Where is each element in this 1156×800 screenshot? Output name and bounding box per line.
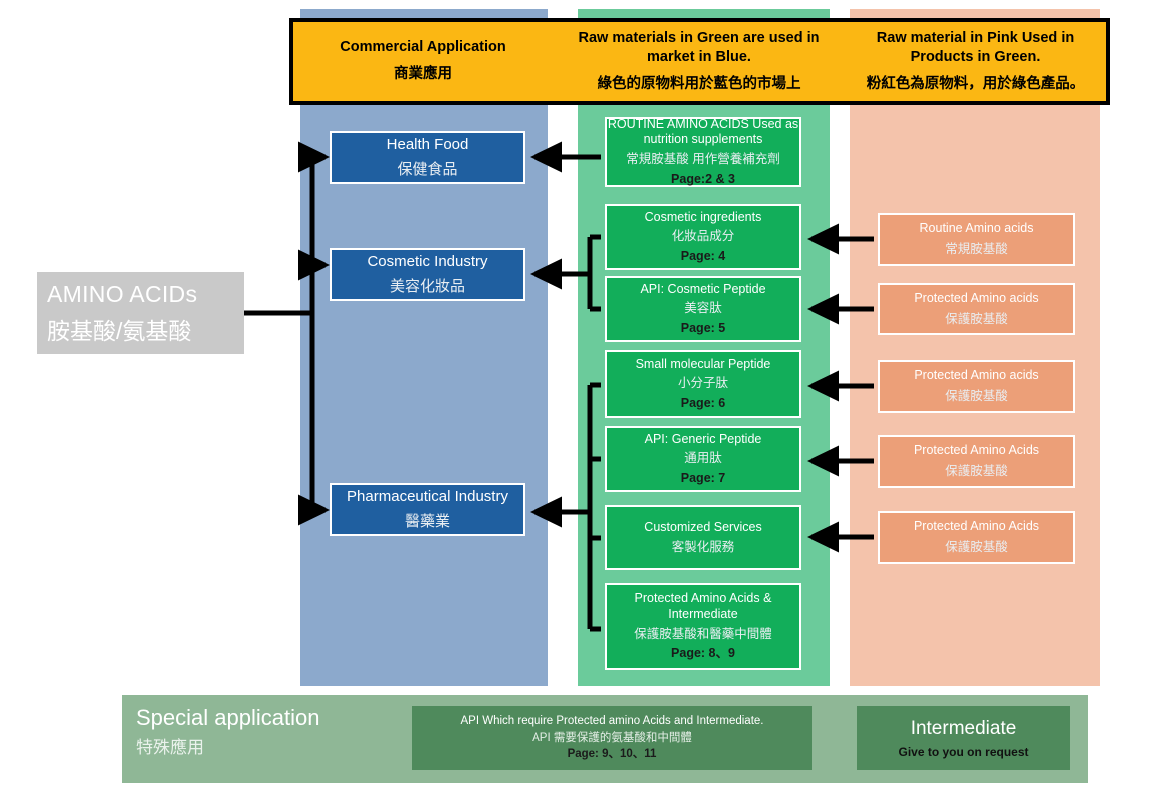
legend-pink-zh: 粉紅色為原物料，用於綠色產品。 — [866, 75, 1085, 92]
special-title-en: Special application — [136, 705, 320, 730]
raw-3-en: Protected Amino Acids — [913, 443, 1040, 458]
legend-commercial-en: Commercial Application — [340, 39, 506, 56]
market-health-food-zh: 保健食品 — [397, 160, 458, 178]
special-intermediate-en: Intermediate — [910, 717, 1017, 739]
raw-1-zh: 保護胺基酸 — [945, 311, 1008, 326]
product-2-page: Page: 5 — [680, 320, 726, 335]
raw-0-zh: 常規胺基酸 — [945, 242, 1008, 256]
source-label-amino-acids: AMINO ACIDs 胺基酸/氨基酸 — [37, 272, 244, 354]
product-6-page: Page: 8、9 — [671, 646, 735, 661]
product-3-en: Small molecular Peptide — [635, 356, 771, 371]
source-label-zh: 胺基酸/氨基酸 — [47, 317, 192, 344]
product-1-en: Cosmetic ingredients — [644, 209, 762, 224]
legend-pink-en: Raw material in Pink Used in Products in… — [876, 29, 1075, 66]
product-5-zh: 客製化服務 — [671, 539, 735, 554]
column-band-raw-materials-pink — [850, 9, 1100, 686]
raw-0-en: Routine Amino acids — [919, 221, 1034, 236]
product-3-page: Page: 6 — [680, 395, 726, 410]
product-0-page: Page:2 & 3 — [671, 171, 735, 186]
raw-4-en: Protected Amino Acids — [913, 519, 1040, 534]
special-title-zh: 特殊應用 — [136, 738, 204, 757]
legend-banner: Commercial Application 商業應用 Raw material… — [289, 18, 1110, 105]
legend-commercial-zh: 商業應用 — [394, 66, 452, 82]
product-1-page: Page: 4 — [680, 248, 726, 263]
market-node-health-food[interactable]: Health Food 保健食品 — [330, 131, 525, 184]
product-4-zh: 通用肽 — [684, 451, 722, 466]
source-label-en: AMINO ACIDs — [47, 280, 198, 307]
product-0-en: ROUTINE AMINO ACIDS Used as nutrition su… — [607, 116, 799, 147]
product-6-zh: 保護胺基酸和醫藥中間體 — [634, 626, 772, 641]
raw-1-en: Protected Amino acids — [914, 290, 1039, 305]
raw-4-zh: 保護胺基酸 — [945, 540, 1008, 554]
product-2-zh: 美容肽 — [684, 301, 722, 316]
raw-material-node-protected-amino-acids-2[interactable]: Protected Amino acids 保護胺基酸 — [878, 360, 1075, 413]
raw-2-en: Protected Amino acids — [914, 368, 1039, 383]
column-band-commercial-application — [300, 9, 548, 686]
product-node-protected-amino-acids-intermediate[interactable]: Protected Amino Acids & Intermediate 保護胺… — [605, 583, 801, 670]
raw-material-node-protected-amino-acids-4[interactable]: Protected Amino Acids 保護胺基酸 — [878, 511, 1075, 564]
special-api-line2: API 需要保護的氨基酸和中間體 — [532, 731, 692, 744]
product-3-zh: 小分子肽 — [677, 376, 728, 391]
raw-material-node-routine-amino-acids[interactable]: Routine Amino acids 常規胺基酸 — [878, 213, 1075, 266]
raw-material-node-protected-amino-acids-3[interactable]: Protected Amino Acids 保護胺基酸 — [878, 435, 1075, 488]
market-node-cosmetic-industry[interactable]: Cosmetic Industry 美容化妝品 — [330, 248, 525, 301]
special-application-panel: Special application 特殊應用 API Which requi… — [122, 695, 1088, 783]
special-intermediate-box[interactable]: Intermediate Give to you on request — [857, 706, 1070, 770]
product-node-cosmetic-ingredients[interactable]: Cosmetic ingredients 化妝品成分 Page: 4 — [605, 204, 801, 270]
product-0-zh: 常規胺基酸 用作營養補充劑 — [626, 152, 780, 166]
market-health-food-en: Health Food — [386, 135, 469, 153]
raw-3-zh: 保護胺基酸 — [945, 464, 1008, 478]
legend-column-pink: Raw material in Pink Used in Products in… — [845, 22, 1106, 101]
product-node-customized-services[interactable]: Customized Services 客製化服務 — [605, 505, 801, 570]
market-node-pharmaceutical-industry[interactable]: Pharmaceutical Industry 醫藥業 — [330, 483, 525, 536]
product-6-en: Protected Amino Acids & Intermediate — [634, 591, 772, 621]
legend-column-commercial: Commercial Application 商業應用 — [293, 22, 553, 101]
market-pharma-zh: 醫藥業 — [404, 512, 450, 530]
product-node-api-cosmetic-peptide[interactable]: API: Cosmetic Peptide 美容肽 Page: 5 — [605, 276, 801, 342]
legend-column-green: Raw materials in Green are used in marke… — [553, 22, 845, 101]
product-1-zh: 化妝品成分 — [671, 229, 735, 244]
special-api-page: Page: 9、10、11 — [567, 748, 657, 761]
raw-2-zh: 保護胺基酸 — [945, 389, 1008, 403]
product-5-en: Customized Services — [644, 519, 762, 534]
special-api-box[interactable]: API Which require Protected amino Acids … — [412, 706, 812, 770]
product-node-routine-amino-acids[interactable]: ROUTINE AMINO ACIDS Used as nutrition su… — [605, 117, 801, 187]
product-node-api-generic-peptide[interactable]: API: Generic Peptide 通用肽 Page: 7 — [605, 426, 801, 492]
product-4-en: API: Generic Peptide — [644, 431, 762, 446]
product-4-page: Page: 7 — [680, 470, 726, 485]
market-cosmetic-en: Cosmetic Industry — [367, 252, 488, 270]
market-pharma-en: Pharmaceutical Industry — [347, 487, 508, 505]
legend-green-en: Raw materials in Green are used in marke… — [578, 29, 820, 66]
special-api-line1: API Which require Protected amino Acids … — [460, 714, 764, 727]
product-2-en: API: Cosmetic Peptide — [640, 281, 766, 296]
raw-material-node-protected-amino-acids-1[interactable]: Protected Amino acids 保護胺基酸 — [878, 283, 1075, 335]
special-application-title: Special application 特殊應用 — [136, 705, 319, 758]
market-cosmetic-zh: 美容化妝品 — [389, 277, 465, 295]
special-intermediate-sub: Give to you on request — [898, 744, 1029, 759]
product-node-small-molecular-peptide[interactable]: Small molecular Peptide 小分子肽 Page: 6 — [605, 350, 801, 418]
legend-green-zh: 綠色的原物料用於藍色的市場上 — [597, 75, 801, 92]
